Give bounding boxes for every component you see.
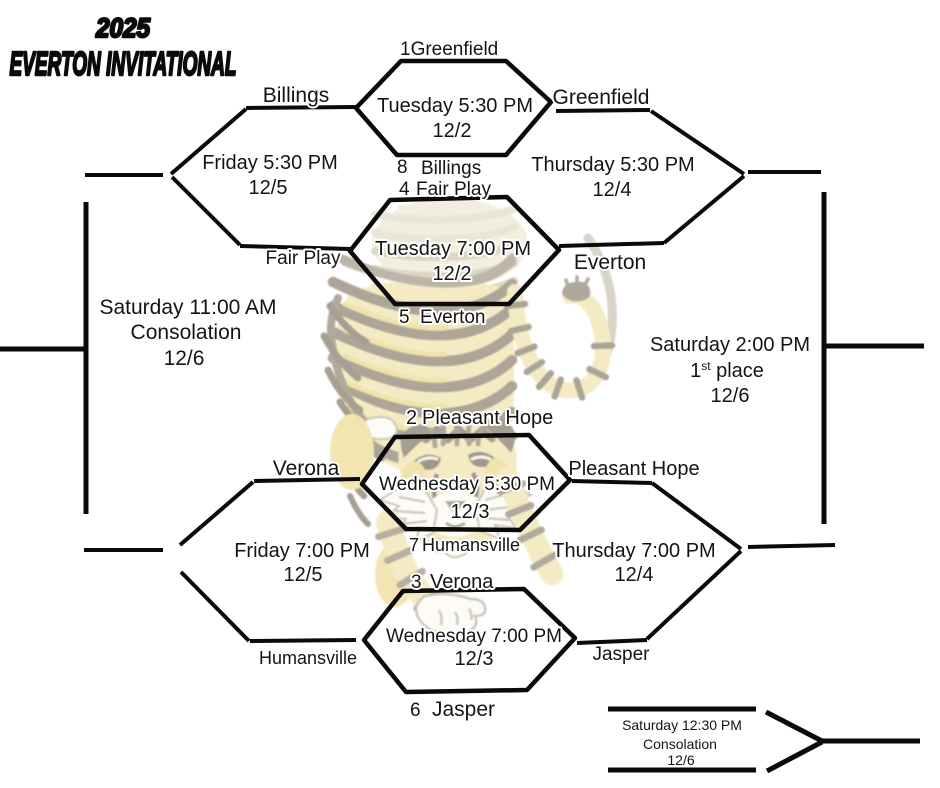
svg-text:12/6: 12/6 (667, 752, 694, 768)
svg-text:EVERTON INVITATIONAL: EVERTON INVITATIONAL (9, 46, 236, 83)
svg-text:7: 7 (409, 535, 419, 555)
svg-text:6: 6 (410, 700, 421, 721)
svg-text:1Greenfield: 1Greenfield (400, 39, 498, 60)
svg-text:Everton: Everton (574, 251, 646, 274)
svg-text:2025: 2025 (95, 14, 151, 43)
svg-text:12/4: 12/4 (593, 179, 632, 201)
svg-text:Billings: Billings (263, 84, 330, 107)
svg-text:Saturday 11:00 AM: Saturday 11:00 AM (99, 296, 276, 319)
svg-text:2: 2 (406, 407, 417, 429)
svg-text:Consolation: Consolation (643, 736, 717, 752)
svg-text:Wednesday 5:30 PM: Wednesday 5:30 PM (379, 474, 555, 495)
svg-text:Saturday 2:00 PM: Saturday 2:00 PM (650, 334, 810, 356)
svg-text:Friday 5:30 PM: Friday 5:30 PM (202, 152, 338, 174)
svg-text:Pleasant Hope: Pleasant Hope (422, 407, 553, 429)
svg-text:12/5: 12/5 (249, 177, 288, 199)
svg-text:3: 3 (411, 572, 422, 593)
svg-text:Tuesday 7:00 PM: Tuesday 7:00 PM (375, 238, 531, 260)
svg-text:Greenfield: Greenfield (553, 86, 650, 109)
svg-text:Verona: Verona (273, 457, 340, 480)
svg-text:12/6: 12/6 (164, 347, 205, 370)
svg-text:12/3: 12/3 (455, 648, 494, 670)
svg-text:Verona: Verona (430, 571, 494, 593)
svg-text:12/4: 12/4 (615, 564, 654, 586)
svg-text:12/6: 12/6 (711, 385, 750, 407)
svg-text:Pleasant Hope: Pleasant Hope (568, 458, 699, 480)
svg-text:Saturday 12:30 PM: Saturday 12:30 PM (622, 717, 742, 733)
svg-text:12/3: 12/3 (451, 501, 490, 523)
svg-text:Humansville: Humansville (259, 648, 357, 668)
svg-text:Billings: Billings (421, 158, 481, 179)
svg-text:12/2: 12/2 (433, 263, 472, 285)
svg-text:8: 8 (397, 157, 408, 178)
svg-text:12/2: 12/2 (433, 120, 472, 142)
svg-text:Jasper: Jasper (592, 644, 650, 665)
svg-text:Friday 7:00 PM: Friday 7:00 PM (234, 540, 370, 562)
svg-text:Jasper: Jasper (432, 698, 495, 721)
svg-text:Consolation: Consolation (131, 321, 242, 344)
svg-text:4: 4 (399, 179, 410, 200)
svg-text:Humansville: Humansville (422, 535, 520, 555)
svg-text:Wednesday 7:00 PM: Wednesday 7:00 PM (386, 626, 562, 647)
svg-text:Everton: Everton (420, 307, 485, 328)
svg-text:5: 5 (399, 307, 410, 328)
svg-text:Thursday 5:30 PM: Thursday 5:30 PM (531, 154, 694, 176)
svg-text:1st place: 1st place (690, 359, 764, 382)
svg-text:Thursday 7:00 PM: Thursday 7:00 PM (552, 540, 715, 562)
svg-text:Fair Play: Fair Play (416, 179, 491, 200)
svg-text:Tuesday 5:30 PM: Tuesday 5:30 PM (377, 95, 533, 117)
svg-text:Fair Play: Fair Play (266, 248, 341, 269)
svg-text:12/5: 12/5 (284, 564, 323, 586)
